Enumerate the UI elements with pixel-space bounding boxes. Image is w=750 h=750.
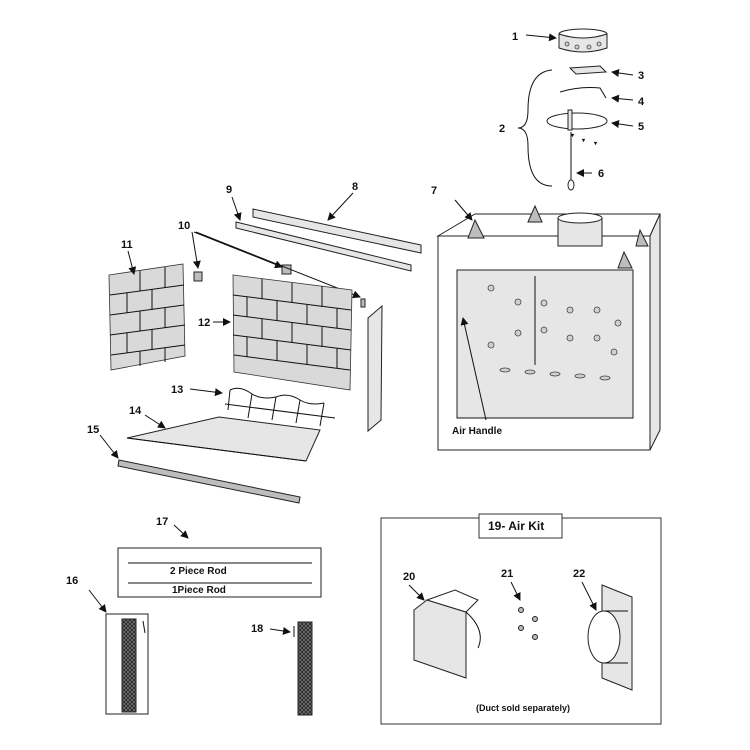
side-refractory-panel xyxy=(108,263,186,371)
callout-11: 11 xyxy=(121,239,133,251)
callout-12: 12 xyxy=(198,317,210,329)
callout-5: 5 xyxy=(638,121,644,133)
callout-1: 1 xyxy=(512,31,518,43)
callout-16: 16 xyxy=(66,575,78,587)
callout-6: 6 xyxy=(598,168,604,180)
air-vent-hood xyxy=(413,589,481,679)
firebox xyxy=(436,204,661,451)
lintel-strips xyxy=(235,208,422,272)
log-grate xyxy=(224,387,336,427)
callout-4: 4 xyxy=(638,96,645,108)
callout-22: 22 xyxy=(573,568,585,580)
collar-ring xyxy=(558,28,608,53)
damper-assembly: ▾ ▾ ▾ xyxy=(546,65,608,191)
callout-7: 7 xyxy=(431,185,437,197)
air-kit-screws xyxy=(518,607,538,640)
air-duct-collar xyxy=(587,584,633,691)
air-kit-box xyxy=(380,513,662,725)
rear-refractory-panel xyxy=(232,274,353,391)
callout-18: 18 xyxy=(251,623,263,635)
mesh-screen-right xyxy=(293,621,313,716)
callout-9: 9 xyxy=(226,184,232,196)
svg-text:▾: ▾ xyxy=(593,141,598,147)
svg-text:▾: ▾ xyxy=(570,133,575,139)
mesh-screen-left xyxy=(105,613,149,715)
callout-21: 21 xyxy=(501,568,513,580)
callout-14: 14 xyxy=(129,405,142,417)
callout-8: 8 xyxy=(352,181,358,193)
duct-note: (Duct sold separately) xyxy=(476,703,570,713)
air-handle-label: Air Handle xyxy=(452,426,502,437)
callout-20: 20 xyxy=(403,571,415,583)
svg-text:▾: ▾ xyxy=(581,138,586,144)
callout-3: 3 xyxy=(638,70,644,82)
hearth-strip xyxy=(117,459,301,504)
hearth-floor xyxy=(126,416,321,462)
callout-10: 10 xyxy=(178,220,190,232)
side-panel-right xyxy=(367,304,383,433)
callout-17: 17 xyxy=(156,516,168,528)
one-piece-rod-label: 1Piece Rod xyxy=(172,585,226,596)
screen-rods xyxy=(117,547,322,598)
two-piece-rod-label: 2 Piece Rod xyxy=(170,566,227,577)
callout-2: 2 xyxy=(499,123,505,135)
air-kit-title: 19- Air Kit xyxy=(488,519,544,533)
callout-13: 13 xyxy=(171,384,183,396)
callout-15: 15 xyxy=(87,424,99,436)
